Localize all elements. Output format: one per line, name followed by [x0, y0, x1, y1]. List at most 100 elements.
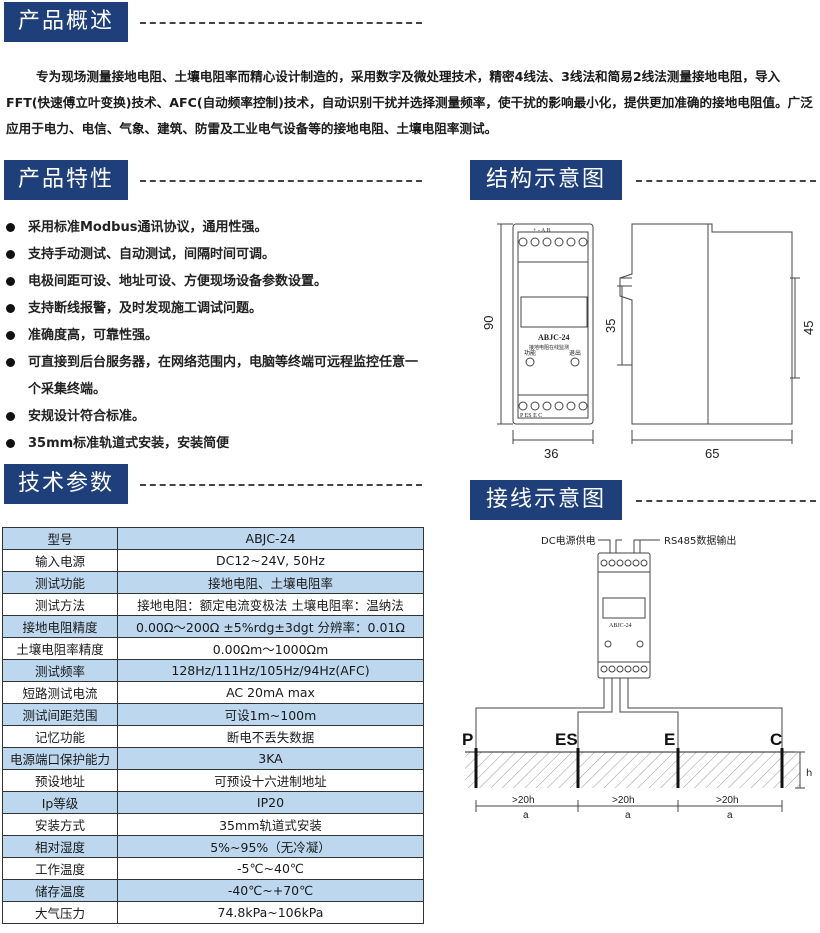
spec-value: 0.00Ω～200Ω ±5%rdg±3dgt 分辨率：0.01Ω — [117, 615, 424, 638]
feature-item: 采用标准Modbus通讯协议，通用性强。 — [6, 214, 426, 241]
spec-value: 3KA — [117, 747, 424, 770]
spec-value: -40℃~+70℃ — [117, 879, 424, 902]
spacing-unit-label: a — [625, 810, 631, 821]
spec-value: AC 20mA max — [117, 681, 424, 704]
spec-key: 土壤电阻率精度 — [2, 637, 118, 660]
spec-row: 测试方法接地电阻：额定电流变极法 土壤电阻率：温纳法 — [2, 593, 424, 616]
spec-key: 接地电阻精度 — [2, 615, 118, 638]
device-side-outline — [619, 223, 793, 425]
device-model-label: ABJC-24 — [538, 333, 570, 342]
bullet-icon — [6, 439, 15, 448]
spec-value: 35mm轨道式安装 — [117, 813, 424, 836]
feature-text: 支持断线报警，及时发现施工调试问题。 — [28, 301, 263, 316]
spec-key: 测试方法 — [2, 593, 118, 616]
spec-row: 储存温度-40℃~+70℃ — [2, 879, 424, 902]
spec-key: 型号 — [2, 527, 118, 550]
bullet-icon — [6, 331, 15, 340]
spec-key: 记忆功能 — [2, 725, 118, 748]
feature-item: 35mm标准轨道式安装，安装简便 — [6, 430, 426, 457]
dim-inner-label: 35 — [603, 319, 618, 333]
spec-value: 可预设十六进制地址 — [117, 769, 424, 792]
dim-height-label: 90 — [481, 316, 496, 330]
function-button — [525, 357, 535, 367]
wiring-device-model: ABJC-24 — [609, 623, 632, 629]
feature-item: 支持断线报警，及时发现施工调试问题。 — [6, 295, 426, 322]
depth-label: h — [806, 768, 812, 779]
spec-key: 输入电源 — [2, 549, 118, 572]
bullet-icon — [6, 358, 15, 367]
section-header-specs: 技术参数 — [4, 464, 128, 504]
device-bottom-terminal-labels: P ES E C — [520, 413, 542, 419]
feature-text: 可直接到后台服务器，在网络范围内，电脑等终端可远程监控任意一个采集终端。 — [28, 355, 419, 397]
spec-value: 可设1m~100m — [117, 703, 424, 726]
spec-key: 相对湿度 — [2, 835, 118, 858]
function-button-label: 功能 — [524, 349, 536, 357]
spacing-label: >20h — [716, 795, 739, 806]
spec-value: 5%~95%（无冷凝） — [117, 835, 424, 858]
spec-value: -5℃~40℃ — [117, 857, 424, 880]
top-terminals — [518, 237, 588, 247]
feature-item: 支持手动测试、自动测试，间隔时间可调。 — [6, 241, 426, 268]
spec-row: 工作温度-5℃~40℃ — [2, 857, 424, 880]
header-divider — [140, 180, 422, 182]
wiring-device-outline — [597, 552, 651, 679]
electrode-es-label: ES — [555, 730, 578, 749]
header-divider — [636, 180, 816, 182]
spec-value: 74.8kPa~106kPa — [117, 901, 424, 924]
device-front-inner — [517, 231, 589, 419]
spacing-unit-label: a — [727, 810, 733, 821]
header-divider — [636, 500, 816, 502]
dim-width-label: 36 — [544, 446, 558, 461]
section-header-structure: 结构示意图 — [470, 160, 622, 200]
spec-key: 大气压力 — [2, 901, 118, 924]
feature-text: 35mm标准轨道式安装，安装简便 — [28, 436, 230, 451]
spec-key: 工作温度 — [2, 857, 118, 880]
feature-item: 电极间距可设、地址可设、方便现场设备参数设置。 — [6, 268, 426, 295]
spacing-label: >20h — [512, 795, 535, 806]
section-header-overview: 产品概述 — [4, 2, 128, 42]
bullet-icon — [6, 250, 15, 259]
spacing-unit-label: a — [523, 810, 529, 821]
spec-value: ABJC-24 — [117, 527, 424, 550]
wiring-device-lcd — [602, 597, 646, 619]
spec-key: 预设地址 — [2, 769, 118, 792]
dim-side-label: 45 — [801, 321, 816, 335]
spec-value: IP20 — [117, 791, 424, 814]
feature-text: 电极间距可设、地址可设、方便现场设备参数设置。 — [28, 274, 328, 289]
spec-key: 安装方式 — [2, 813, 118, 836]
feature-text: 安规设计符合标准。 — [28, 409, 146, 424]
spec-value: 0.00Ωm～1000Ωm — [117, 637, 424, 660]
spec-value: DC12~24V, 50Hz — [117, 549, 424, 572]
header-divider — [140, 484, 422, 486]
spec-key: 储存温度 — [2, 879, 118, 902]
spec-key: Ip等级 — [2, 791, 118, 814]
spec-value: 128Hz/111Hz/105Hz/94Hz(AFC) — [117, 659, 424, 682]
device-front-outline — [512, 223, 594, 425]
feature-item: 准确度高，可靠性强。 — [6, 322, 426, 349]
dim-depth-label: 65 — [705, 446, 719, 461]
bullet-icon — [6, 304, 15, 313]
spec-value: 断电不丢失数据 — [117, 725, 424, 748]
device-name-label: 接地电阻在线监测 — [529, 344, 569, 351]
spec-key: 测试频率 — [2, 659, 118, 682]
spec-value: 接地电阻、土壤电阻率 — [117, 571, 424, 594]
bottom-terminals — [518, 401, 588, 411]
spec-row: 测试间距范围可设1m~100m — [2, 703, 424, 726]
bullet-icon — [6, 223, 15, 232]
spec-key: 测试间距范围 — [2, 703, 118, 726]
feature-list: 采用标准Modbus通讯协议，通用性强。支持手动测试、自动测试，间隔时间可调。电… — [6, 214, 426, 457]
feature-text: 支持手动测试、自动测试，间隔时间可调。 — [28, 247, 276, 262]
section-header-features: 产品特性 — [4, 160, 128, 200]
